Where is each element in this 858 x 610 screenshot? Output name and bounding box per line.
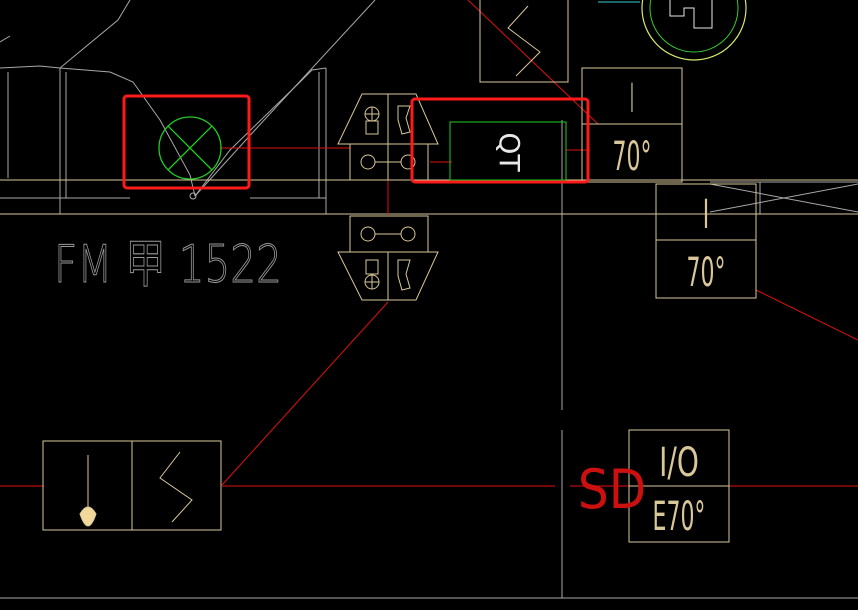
damper-mid-upper-text: I xyxy=(703,191,709,238)
left-duct-bracket xyxy=(0,65,196,197)
smoke-detector-label: SD xyxy=(578,459,646,522)
damper-bottom-lower-text: E70° xyxy=(653,493,706,540)
damper-top-lower-text: 70° xyxy=(613,133,652,180)
device-circle-outer xyxy=(641,0,747,61)
valve-lower-knob-right xyxy=(397,259,411,291)
control-box-text: QT xyxy=(493,132,526,172)
highlight-fire-damper xyxy=(122,94,251,190)
damper-top: I 70° xyxy=(581,67,683,183)
highlight-control-box xyxy=(410,97,590,184)
circular-device-top-right xyxy=(641,0,747,61)
device-circle-inner xyxy=(649,0,739,53)
bottom-switch-symbol xyxy=(159,451,193,523)
red-line-top-diagonal xyxy=(467,0,599,125)
bottom-switch-bulb xyxy=(79,506,97,527)
valve-lower xyxy=(337,215,439,301)
damper-mid-frame xyxy=(655,183,757,299)
damper-mid-lower-text: 70° xyxy=(687,249,726,296)
control-box-frame xyxy=(449,121,567,181)
diagonal-right-top xyxy=(194,0,376,197)
valve-upper-port-left xyxy=(360,154,376,170)
diagonal-left-top xyxy=(59,0,131,69)
damper-bottom: I/O E70° xyxy=(628,429,730,543)
control-box: QT xyxy=(449,121,567,181)
fire-damper-symbol xyxy=(158,116,222,200)
damper-mid: I 70° xyxy=(655,183,757,299)
valve-lower-knob-left-cross xyxy=(365,259,379,289)
bottom-switch-box xyxy=(42,440,222,531)
right-duct-bracket xyxy=(194,67,327,197)
damper-top-upper-text: I xyxy=(629,75,635,122)
damper-top-frame xyxy=(581,67,683,183)
valve-upper-knob-right xyxy=(397,105,411,135)
valve-lower-housing xyxy=(337,251,439,301)
top-switch-box xyxy=(479,0,569,83)
valve-lower-port-left xyxy=(360,226,376,242)
duct-frame-lines xyxy=(0,179,858,215)
top-switch-frame xyxy=(479,0,569,83)
valve-lower-port-right xyxy=(400,226,416,242)
fire-damper-label: FM 甲 1522 xyxy=(54,234,282,294)
damper-bottom-upper-text: I/O xyxy=(659,440,699,486)
valve-upper-knob-left-cross xyxy=(365,107,379,135)
valve-upper-body xyxy=(349,143,429,181)
device-bracket xyxy=(669,0,713,29)
fire-damper-pivot xyxy=(189,192,197,200)
diagonal-left-2 xyxy=(0,35,11,43)
red-line-down-diagonal xyxy=(221,301,389,486)
fire-damper-x xyxy=(167,125,213,171)
top-switch-symbol xyxy=(507,5,541,77)
valve-upper xyxy=(337,93,439,181)
fire-damper-circle xyxy=(158,116,222,180)
right-hatch-x xyxy=(709,182,858,214)
red-line-right-diagonal xyxy=(755,289,858,341)
